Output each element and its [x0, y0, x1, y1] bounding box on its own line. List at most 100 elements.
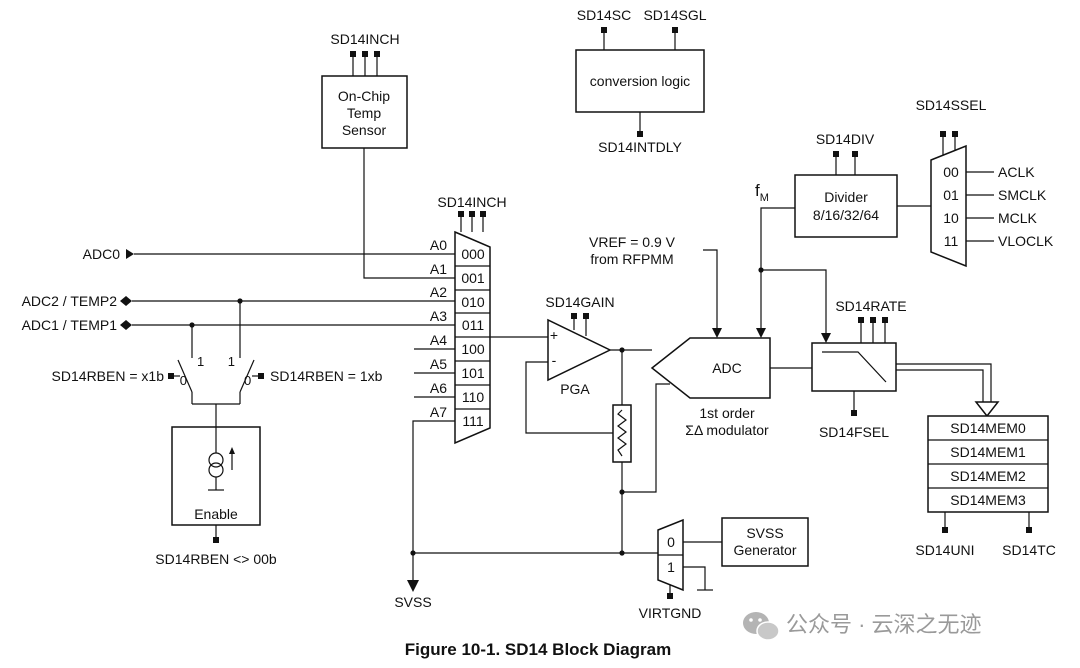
- input-adc1: ADC1 / TEMP1: [22, 317, 455, 333]
- sd14intdly-label: SD14INTDLY: [598, 139, 682, 155]
- switch-left-one: 1: [197, 354, 204, 369]
- fm-to-filter-wire: [761, 269, 827, 334]
- vref-wire: [703, 249, 718, 330]
- digital-filter: SD14RATE SD14FSEL: [811, 298, 1000, 440]
- clock-mux-code-00: 00: [943, 164, 959, 180]
- mem-register-3: SD14MEM3: [950, 492, 1026, 508]
- vref-line1: VREF = 0.9 V: [589, 234, 676, 250]
- memory-registers: SD14MEM0 SD14MEM1 SD14MEM2 SD14MEM3 SD14…: [915, 415, 1056, 558]
- watermark: 公众号 · 云深之无迹: [743, 612, 982, 641]
- divider-box: [794, 174, 898, 238]
- mux-channel-a0: A0: [430, 237, 447, 253]
- conversion-logic: SD14SC SD14SGL conversion logic SD14INTD…: [575, 7, 707, 155]
- mem-register-1: SD14MEM1: [950, 444, 1026, 460]
- adc-label: ADC: [712, 360, 742, 376]
- adc-ref-wire: [622, 383, 670, 493]
- adc1-label: ADC1 / TEMP1: [22, 317, 118, 333]
- tc-label: SD14TC: [1002, 542, 1056, 558]
- fm-arrow-icon: [756, 328, 766, 338]
- rben-switches: 1 1 0 0 SD14RBEN = x1b SD14RBEN = 1xb: [52, 298, 383, 427]
- mux-channel-a3: A3: [430, 308, 447, 324]
- fm-sub: M: [760, 192, 769, 204]
- mux-code-000: 000: [461, 246, 485, 262]
- mux-channel-a7: A7: [430, 404, 447, 420]
- mux-channel-a4: A4: [430, 332, 447, 348]
- input-mux-ctrl-pins: [458, 211, 486, 232]
- sd14sc-label: SD14SC: [577, 7, 631, 23]
- svss-gen-line2: Generator: [733, 542, 796, 558]
- fm-wire: [760, 207, 795, 330]
- pga: SD14GAIN + - PGA: [490, 294, 670, 556]
- sd14intdly-pin: [637, 131, 643, 137]
- adc-type-line1: 1st order: [699, 405, 755, 421]
- conversion-logic-box: [575, 49, 705, 113]
- enable-ctrl-label: SD14RBEN <> 00b: [155, 551, 277, 567]
- pga-plus: +: [550, 327, 558, 343]
- virtgnd-pin: [667, 593, 673, 599]
- wechat-logo-icon: [743, 612, 780, 641]
- adc2-label: ADC2 / TEMP2: [22, 293, 118, 309]
- input-mux-channel-labels: A0 A1 A2 A3 A4 A5 A6 A7: [430, 237, 447, 420]
- mux-code-111: 111: [462, 413, 483, 429]
- temp-sensor-line3: Sensor: [342, 122, 387, 138]
- svss-output: SVSS: [394, 550, 658, 610]
- adc: ADC 1st order ΣΔ modulator: [650, 337, 812, 438]
- fm-base: f: [755, 181, 760, 200]
- mux-code-001: 001: [461, 270, 485, 286]
- svss-label: SVSS: [394, 594, 431, 610]
- clock-source-smclk: SMCLK: [998, 187, 1047, 203]
- mux-channel-a2: A2: [430, 284, 447, 300]
- virtgnd-label: VIRTGND: [639, 605, 702, 621]
- adc1-pin-icon: [120, 320, 132, 330]
- pga-triangle: [547, 318, 612, 382]
- fsel-label: SD14FSEL: [819, 424, 889, 440]
- filter-box: [811, 342, 897, 392]
- clock-mux-code-11: 11: [944, 233, 959, 249]
- pga-minus: -: [552, 352, 557, 368]
- pga-label: PGA: [560, 381, 590, 397]
- rben-right-label: SD14RBEN = 1xb: [270, 368, 383, 384]
- input-adc0: ADC0: [83, 246, 455, 262]
- temp-sensor: SD14INCH On-Chip Temp Sensor: [321, 31, 455, 279]
- svss-mux: 0 1 SVSS Generator VIRTGND: [639, 517, 809, 621]
- mux-code-101: 101: [461, 365, 485, 381]
- svss-arrow-icon: [407, 580, 419, 592]
- sd14sgl-pin: [672, 27, 678, 33]
- clock-mux-ctrl-label: SD14SSEL: [916, 97, 987, 113]
- divider-line1: Divider: [824, 189, 868, 205]
- clock-source-aclk: ACLK: [998, 164, 1035, 180]
- adc2-pin-icon: [120, 296, 132, 306]
- uni-pin: [942, 527, 948, 533]
- uni-label: SD14UNI: [915, 542, 974, 558]
- input-adc2: ADC2 / TEMP2: [22, 293, 455, 309]
- svss-ground-wire: [683, 566, 706, 590]
- vref-line2: from RFPMM: [590, 251, 673, 267]
- mux-channel-a6: A6: [430, 380, 447, 396]
- clock-source-vloclk: VLOCLK: [998, 233, 1054, 249]
- fsel-pin: [851, 410, 857, 416]
- switch-left-zero: 0: [180, 373, 187, 388]
- mem-register-0: SD14MEM0: [950, 420, 1026, 436]
- svss-mux-code-1: 1: [667, 559, 675, 575]
- mux-channel-a1: A1: [430, 261, 447, 277]
- svss-generator-box: [721, 517, 809, 567]
- filter-ctrl-label: SD14RATE: [835, 298, 906, 314]
- current-source-label: Enable: [194, 506, 238, 522]
- sd14sc-pin: [601, 27, 607, 33]
- clock-mux-body: [930, 144, 967, 268]
- vref: VREF = 0.9 V from RFPMM: [589, 234, 722, 338]
- switch-left-blade: [177, 359, 193, 393]
- current-source-ring-top: [208, 452, 224, 468]
- lowpass-curve-icon: [822, 351, 887, 383]
- svss-mux-code-0: 0: [667, 534, 675, 550]
- conversion-logic-label: conversion logic: [590, 73, 690, 89]
- temp-sensor-wire: [363, 148, 455, 279]
- switch-right-one: 1: [228, 354, 235, 369]
- input-mux-dividers: [455, 265, 490, 410]
- temp-sensor-ctrl-pins: [350, 51, 380, 76]
- mux-code-110: 110: [462, 389, 485, 405]
- filter-clock-arrow-icon: [821, 333, 831, 343]
- adc0-label: ADC0: [83, 246, 121, 262]
- pga-ctrl-label: SD14GAIN: [545, 294, 614, 310]
- temp-sensor-box: [321, 75, 408, 149]
